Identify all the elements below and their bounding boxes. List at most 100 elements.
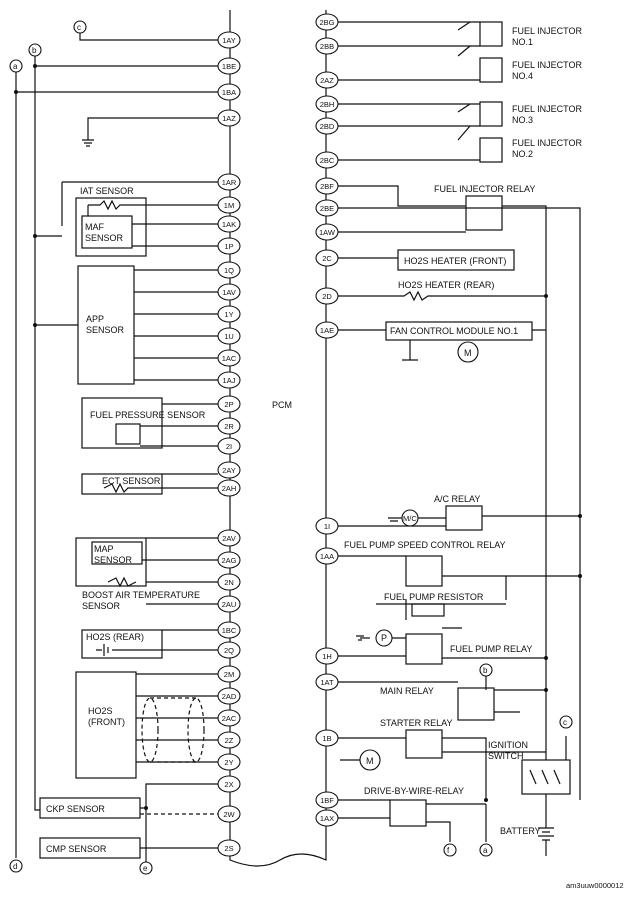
right-pin-label: 1I [324, 522, 330, 531]
left-pin-label: 2Q [224, 646, 234, 655]
right-pin-label: 1AA [320, 552, 334, 561]
right-pin-column: 2BG2BB2AZ2BH2BD2BC2BF2BE1AW2C2D1AE1I1AA1… [315, 13, 339, 827]
left-pin-label: 2N [224, 578, 234, 587]
left-pin-2ay: 2AY [217, 461, 241, 479]
right-pin-label: 1BF [320, 796, 334, 805]
fan-control-module-label: FAN CONTROL MODULE NO.1 [390, 326, 518, 336]
starter-relay-label: STARTER RELAY [380, 718, 453, 728]
pcm-label: PCM [272, 400, 292, 410]
left-pin-label: 2P [224, 400, 233, 409]
right-pin-label: 1H [322, 652, 332, 661]
right-pin-2bc: 2BC [315, 151, 339, 169]
ho2s-heater-front-label: HO2S HEATER (FRONT) [404, 256, 506, 266]
left-pin-label: 1BA [222, 88, 236, 97]
fan-motor-label: M [464, 348, 472, 358]
iat-sensor-label: IAT SENSOR [80, 186, 134, 196]
right-pin-label: 2BD [320, 122, 335, 131]
left-pin-2ad: 2AD [217, 687, 241, 705]
left-pin-2s: 2S [217, 839, 241, 857]
left-pin-label: 1U [224, 332, 234, 341]
pump-label: P [381, 633, 387, 643]
left-pin-label: 1BE [222, 62, 236, 71]
left-pin-2x: 2X [217, 775, 241, 793]
left-pin-label: 2R [224, 422, 234, 431]
left-pin-1y: 1Y [217, 305, 241, 323]
left-pin-1ar: 1AR [217, 173, 241, 191]
left-pin-1ak: 1AK [217, 215, 241, 233]
right-pin-1b: 1B [315, 729, 339, 747]
left-pin-label: 2X [224, 780, 233, 789]
left-pin-1q: 1Q [217, 261, 241, 279]
left-wiring [14, 33, 218, 862]
ref-b-top: b [32, 46, 37, 55]
ref-d-bottom: d [13, 862, 17, 871]
left-pin-label: 2AC [222, 714, 237, 723]
right-pin-label: 2BG [319, 18, 334, 27]
right-pin-label: 1AE [320, 326, 334, 335]
left-pin-2z: 2Z [217, 731, 241, 749]
battery-label: BATTERY [500, 826, 541, 836]
fuel-injector-relay-label: FUEL INJECTOR RELAY [434, 184, 535, 194]
ho2s-front-label: HO2S(FRONT) [88, 706, 125, 727]
right-pin-label: 1AT [320, 678, 334, 687]
left-pin-label: 2M [224, 670, 234, 679]
left-pin-label: 2AG [221, 556, 236, 565]
left-pin-label: 1AR [222, 178, 237, 187]
figure-code: am3uuw0000012 [566, 881, 624, 890]
left-pin-2m: 2M [217, 665, 241, 683]
left-pin-1bc: 1BC [217, 621, 241, 639]
connector-refs: c b a d e f a b c [9, 20, 573, 875]
fuel-pressure-sensor-label: FUEL PRESSURE SENSOR [90, 410, 206, 420]
starter-motor-label: M [366, 756, 374, 766]
left-pin-label: 2W [223, 810, 235, 819]
left-pin-label: 2I [226, 442, 232, 451]
left-pin-label: 1P [224, 242, 233, 251]
left-pin-label: 1AV [222, 288, 236, 297]
ref-b-right: b [483, 666, 488, 675]
right-pin-2bd: 2BD [315, 117, 339, 135]
right-pin-1h: 1H [315, 647, 339, 665]
right-pin-2d: 2D [315, 287, 339, 305]
right-pin-1ae: 1AE [315, 321, 339, 339]
left-pin-label: 1AC [222, 354, 237, 363]
left-pin-label: 2AU [222, 600, 237, 609]
ac-relay-label: A/C RELAY [434, 494, 480, 504]
left-pin-label: 1Q [224, 266, 234, 275]
fuel-pump-relay-label: FUEL PUMP RELAY [450, 644, 532, 654]
left-pin-label: 2Z [225, 736, 234, 745]
right-pin-1i: 1I [315, 517, 339, 535]
ref-e-bottom: e [143, 864, 148, 873]
right-pin-label: 2BH [320, 100, 335, 109]
left-pin-2n: 2N [217, 573, 241, 591]
left-pin-2y: 2Y [217, 753, 241, 771]
ref-a-top: a [13, 62, 18, 71]
right-pin-label: 2D [322, 292, 332, 301]
left-pin-2i: 2I [217, 437, 241, 455]
left-pin-2ac: 2AC [217, 709, 241, 727]
left-pin-2r: 2R [217, 417, 241, 435]
right-pin-1at: 1AT [315, 673, 339, 691]
left-pin-1ay: 1AY [217, 31, 241, 49]
right-pin-label: 1B [322, 734, 331, 743]
right-pin-label: 2BC [320, 156, 335, 165]
fuel-pump-speed-control-relay-label: FUEL PUMP SPEED CONTROL RELAY [344, 540, 506, 550]
right-pin-2bf: 2BF [315, 177, 339, 195]
left-pin-1az: 1AZ [217, 109, 241, 127]
left-pin-1ba: 1BA [217, 83, 241, 101]
left-pin-label: 2Y [224, 758, 233, 767]
right-pin-label: 2BF [320, 182, 334, 191]
mc-symbol-label: M/C [403, 514, 417, 523]
left-pin-1p: 1P [217, 237, 241, 255]
right-pin-2bh: 2BH [315, 95, 339, 113]
left-pin-column: 1AY1BE1BA1AZ1AR1M1AK1P1Q1AV1Y1U1AC1AJ2P2… [217, 31, 241, 857]
right-pin-1aw: 1AW [315, 223, 339, 241]
right-pin-1ax: 1AX [315, 809, 339, 827]
drive-by-wire-relay-label: DRIVE-BY-WIRE-RELAY [364, 786, 464, 796]
